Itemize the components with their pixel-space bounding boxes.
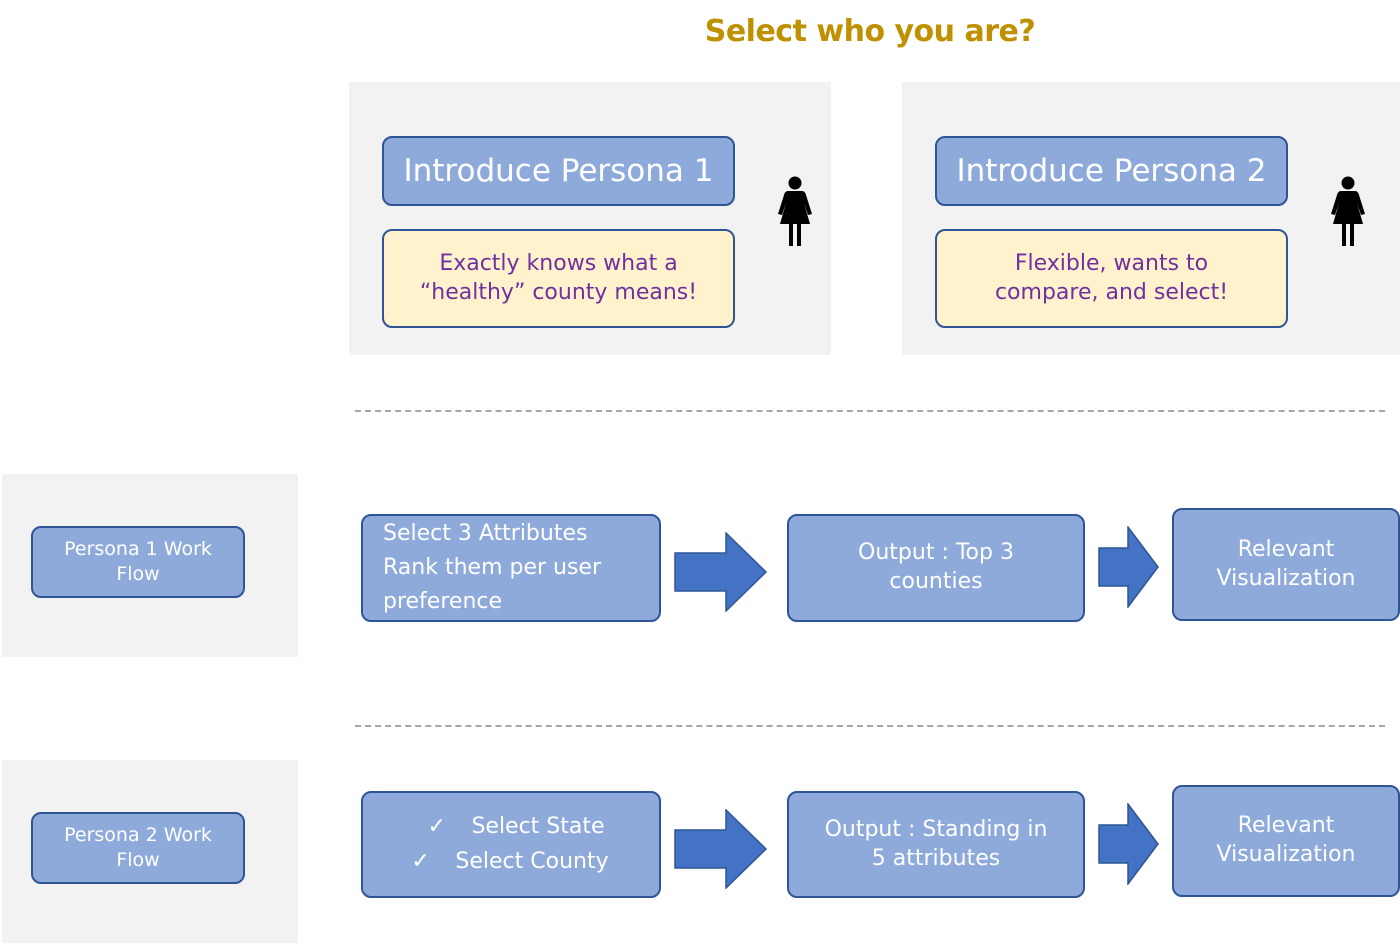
workflow-label-line: Flow [116, 849, 160, 871]
step-line: Output : Standing in [824, 816, 1048, 842]
step-line: Output : Top 3 [858, 540, 1014, 566]
right-arrow-icon [674, 532, 768, 612]
woman-icon [778, 176, 812, 246]
check-icon: ✓ [411, 848, 430, 874]
woman-icon [1331, 176, 1365, 246]
workflow-label-line: Persona 1 Work [64, 538, 212, 561]
workflow-2-step-select[interactable]: ✓ Select State ✓ Select County [361, 791, 661, 898]
persona-1-description-line: Exactly knows what a [439, 250, 678, 276]
step-line: 5 attributes [871, 845, 1001, 871]
persona-2-description-box: Flexible, wants to compare, and select! [935, 229, 1288, 328]
persona-2-description-line: Flexible, wants to [1014, 250, 1209, 276]
checklist-item-text: Select County [455, 848, 609, 874]
persona-1-title-box[interactable]: Introduce Persona 1 [382, 136, 735, 206]
page-title: Select who you are? [704, 14, 1036, 49]
persona-1-workflow-label[interactable]: Persona 1 Work Flow [31, 526, 245, 598]
workflow-2-step-visualization[interactable]: Relevant Visualization [1172, 785, 1400, 897]
workflow-1-step-select-attributes[interactable]: Select 3 Attributes Rank them per user p… [361, 514, 661, 622]
persona-2-workflow-label[interactable]: Persona 2 Work Flow [31, 812, 245, 884]
section-divider [355, 410, 1385, 412]
persona-1-description-line: “healthy” county means! [419, 279, 698, 305]
check-icon: ✓ [427, 814, 446, 840]
step-line: Relevant [1237, 813, 1335, 839]
step-line: Visualization [1216, 842, 1356, 867]
workflow-label-line: Persona 2 Work [64, 824, 212, 847]
checklist-item: ✓ Select State [413, 810, 608, 844]
workflow-1-step-output[interactable]: Output : Top 3 counties [787, 514, 1085, 622]
step-line: Select 3 Attributes [383, 520, 588, 546]
step-line: Visualization [1216, 565, 1356, 591]
persona-1-description-box: Exactly knows what a “healthy” county me… [382, 229, 735, 328]
step-line: counties [889, 569, 983, 594]
right-arrow-icon [1098, 803, 1159, 885]
persona-2-title: Introduce Persona 2 [956, 152, 1267, 189]
checklist-item: ✓ Select County [411, 845, 608, 879]
section-divider [355, 725, 1385, 727]
right-arrow-icon [674, 809, 768, 889]
step-line: Relevant [1237, 536, 1335, 562]
workflow-label-line: Flow [116, 563, 160, 585]
persona-1-title: Introduce Persona 1 [403, 152, 714, 189]
checklist-item-text: Select State [471, 814, 605, 840]
step-line: preference [383, 589, 503, 615]
step-line: Rank them per user [383, 554, 602, 580]
workflow-1-step-visualization[interactable]: Relevant Visualization [1172, 508, 1400, 621]
right-arrow-icon [1098, 526, 1159, 608]
workflow-2-step-output[interactable]: Output : Standing in 5 attributes [787, 791, 1085, 898]
persona-2-title-box[interactable]: Introduce Persona 2 [935, 136, 1288, 206]
persona-2-description-line: compare, and select! [994, 279, 1229, 305]
